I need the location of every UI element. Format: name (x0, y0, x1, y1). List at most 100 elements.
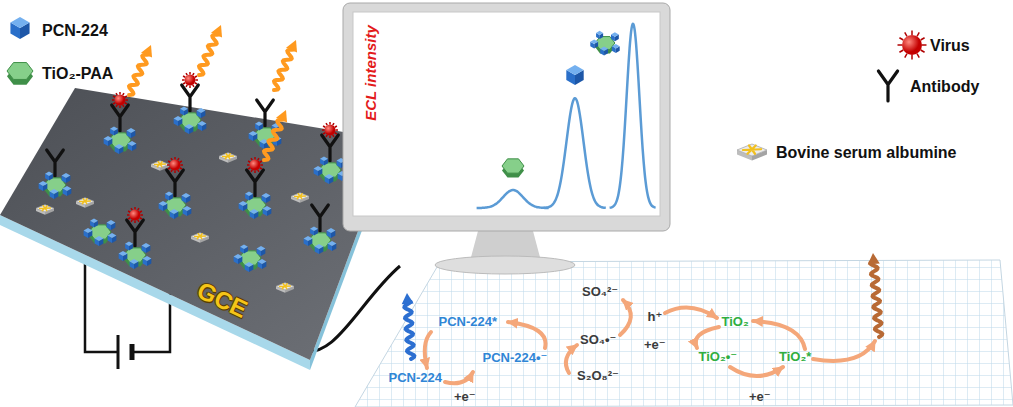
virus-body (130, 210, 141, 221)
battery-plate (117, 335, 120, 369)
cube-face (142, 243, 151, 248)
pcn-224-cube (110, 127, 118, 136)
virus-spike (168, 168, 170, 169)
reaction-arrow (813, 341, 875, 361)
monitor-node: ECL intensity (343, 3, 673, 275)
cube-face (185, 124, 194, 129)
pcn-224-cube (600, 47, 608, 56)
emission-arrowhead (276, 110, 287, 122)
node-outline (0, 70, 400, 375)
bsa-top (276, 283, 294, 290)
virus-spike (140, 211, 142, 212)
cube-face (612, 44, 620, 49)
virus-symbol (247, 157, 263, 173)
virus-spike (326, 123, 327, 125)
electrode-surface (0, 88, 392, 360)
species-label: S₂O₈²⁻ (577, 368, 619, 384)
cube-face (239, 201, 248, 206)
reaction-arrow (566, 345, 577, 373)
cube-face (143, 256, 152, 261)
ecl-peak (610, 24, 656, 208)
pcn-224-cube (84, 228, 93, 238)
monitor-screen (353, 12, 660, 216)
bsa-protein (743, 146, 761, 154)
virus-spike (174, 171, 176, 173)
cube-face (10, 17, 29, 28)
virus-spike (168, 161, 170, 162)
virus-spike (116, 93, 117, 95)
battery-plate (130, 344, 135, 360)
cube-face (127, 128, 136, 133)
pcn-224-cube (63, 186, 72, 196)
cube-face (62, 173, 71, 178)
virus-spike (911, 31, 913, 36)
virus-spike (180, 161, 182, 162)
virus-spike (134, 221, 136, 223)
reaction-arrow (665, 308, 717, 318)
virus-spike (189, 72, 191, 74)
virus-spike (138, 208, 139, 210)
bsa-protein (280, 284, 291, 289)
cube-face (119, 251, 128, 256)
pcn-224-cube (104, 136, 113, 146)
virus-symbol (182, 72, 198, 88)
virus-body (115, 95, 126, 106)
pcn-224-cube (165, 192, 173, 201)
bsa-top (36, 205, 54, 212)
species-label: +e⁻ (644, 337, 666, 353)
cube-face (159, 201, 168, 206)
virus-spike (126, 99, 128, 101)
bsa-protein (295, 194, 306, 199)
bsa-top (76, 198, 94, 205)
virus-spike (329, 136, 331, 138)
cube-face (125, 242, 133, 247)
virus-spike (112, 99, 114, 101)
virus-spike (171, 158, 172, 160)
pcn-224-cube (566, 65, 583, 85)
virus-symbol (898, 31, 927, 60)
bsa-protein (195, 234, 206, 239)
virus-spike (196, 79, 198, 81)
reaction-arrow (425, 332, 431, 368)
cube-face (249, 131, 258, 136)
cube-face (590, 39, 598, 44)
monitor-frame (343, 3, 670, 231)
pcn-224-cube (128, 141, 137, 151)
bsa-symbol (291, 193, 309, 203)
pcn-224-cube (315, 244, 324, 254)
pcn-224-cube (263, 206, 272, 216)
reaction-arrow (730, 367, 783, 376)
hexagon-top (502, 159, 524, 173)
virus-spike (254, 157, 256, 159)
pcn-224-cube (250, 209, 259, 219)
cube-face (108, 233, 117, 238)
virus-spike (189, 86, 191, 88)
pcn-224-cube (611, 32, 619, 41)
pcn-224-cube (125, 242, 133, 251)
emission-arrowhead (286, 40, 297, 52)
virus-spike (195, 76, 197, 77)
paper-sheet (355, 260, 1013, 407)
virus-spike (248, 161, 250, 162)
legend-text: TiO₂-PAA (42, 64, 113, 83)
pcn-224-cube (327, 228, 336, 238)
cube-face (263, 206, 272, 211)
pcn-224-cube (255, 122, 263, 131)
cube-face (328, 241, 337, 246)
bsa-symbol (36, 205, 54, 215)
cube-face (611, 32, 619, 37)
virus-spike (113, 103, 115, 104)
virus-spike (899, 50, 903, 52)
reaction-arrow (620, 300, 631, 335)
virus-spike (921, 50, 925, 52)
virus-spike (186, 85, 187, 87)
virus-spike (258, 158, 259, 160)
paper-grid (355, 260, 1013, 407)
axis-label: ECL intensity (362, 25, 380, 121)
species-label: TiO₂ (722, 314, 749, 330)
virus-spike (193, 73, 194, 75)
cube-face (180, 107, 188, 112)
virus-spike (333, 123, 334, 125)
virus-spike (193, 85, 194, 87)
bsa-symbol (191, 233, 209, 243)
